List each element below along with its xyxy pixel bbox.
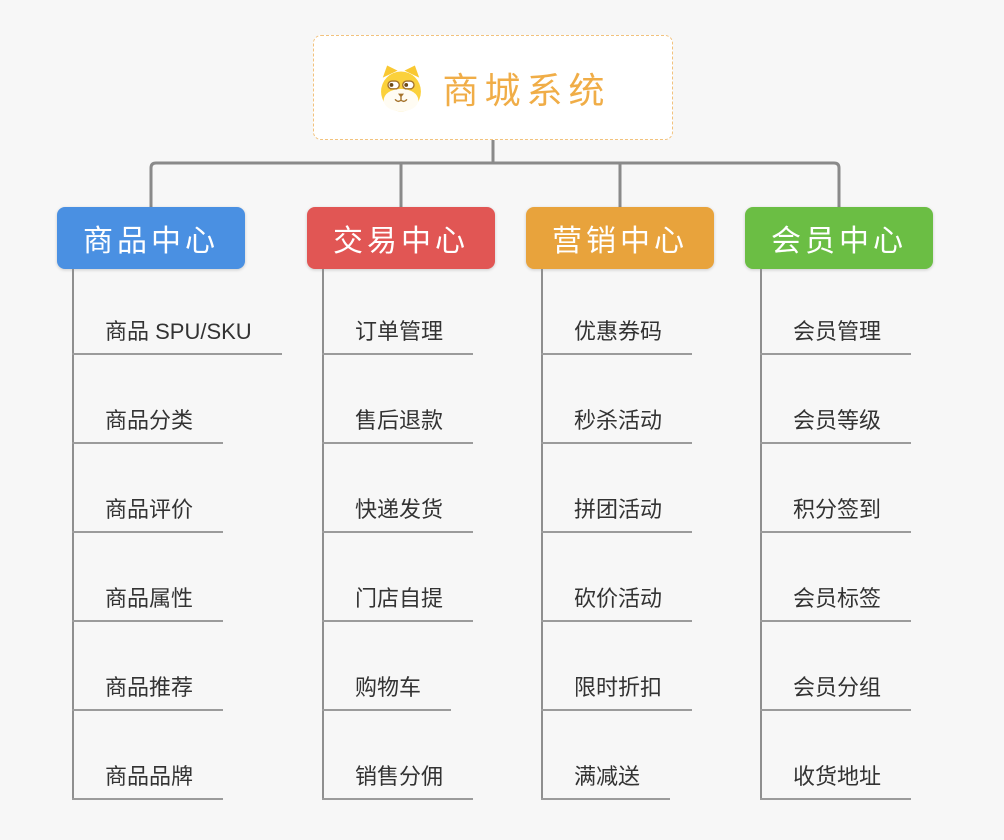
- leaf-node[interactable]: 砍价活动: [541, 533, 781, 622]
- dog-face-icon: [381, 64, 422, 111]
- branch-node-marketing-center[interactable]: 营销中心: [526, 207, 714, 269]
- branch-label: 商品中心: [83, 225, 219, 258]
- leaf-node[interactable]: 商品分类: [72, 355, 312, 444]
- leaf-column-member: 会员管理 会员等级 积分签到 会员标签 会员分组 收货地址: [760, 269, 1000, 800]
- branch-vertical-line: [760, 269, 762, 800]
- leaf-node[interactable]: 收货地址: [760, 711, 1000, 800]
- leaf-node[interactable]: 拼团活动: [541, 444, 781, 533]
- leaf-node[interactable]: 商品品牌: [72, 711, 312, 800]
- leaf-node[interactable]: 商品 SPU/SKU: [72, 269, 312, 355]
- leaf-node[interactable]: 商品属性: [72, 533, 312, 622]
- leaf-label: 商品属性: [72, 581, 224, 622]
- branch-node-member-center[interactable]: 会员中心: [745, 207, 933, 269]
- leaf-node[interactable]: 商品推荐: [72, 622, 312, 711]
- leaf-label: 会员分组: [760, 670, 912, 711]
- leaf-label: 快递发货: [322, 492, 474, 533]
- leaf-node[interactable]: 订单管理: [322, 269, 562, 355]
- leaf-label: 商品评价: [72, 492, 224, 533]
- branch-label: 交易中心: [333, 225, 469, 258]
- leaf-node[interactable]: 积分签到: [760, 444, 1000, 533]
- leaf-label: 限时折扣: [541, 670, 693, 711]
- leaf-label: 拼团活动: [541, 492, 693, 533]
- leaf-node[interactable]: 销售分佣: [322, 711, 562, 800]
- leaf-label: 优惠券码: [541, 314, 693, 355]
- root-node-mall-system[interactable]: 商城系统: [313, 35, 673, 140]
- leaf-label: 会员管理: [760, 314, 912, 355]
- leaf-label: 商品推荐: [72, 670, 224, 711]
- leaf-node[interactable]: 快递发货: [322, 444, 562, 533]
- leaf-column-trade: 订单管理 售后退款 快递发货 门店自提 购物车 销售分佣: [322, 269, 562, 800]
- leaf-label: 商品 SPU/SKU: [72, 314, 282, 355]
- leaf-label: 销售分佣: [322, 759, 474, 800]
- leaf-label: 购物车: [322, 670, 452, 711]
- leaf-label: 门店自提: [322, 581, 474, 622]
- leaf-node[interactable]: 秒杀活动: [541, 355, 781, 444]
- leaf-node[interactable]: 会员等级: [760, 355, 1000, 444]
- leaf-label: 砍价活动: [541, 581, 693, 622]
- branch-vertical-line: [72, 269, 74, 800]
- leaf-label: 积分签到: [760, 492, 912, 533]
- branch-label: 营销中心: [552, 225, 688, 258]
- leaf-label: 售后退款: [322, 403, 474, 444]
- leaf-column-marketing: 优惠券码 秒杀活动 拼团活动 砍价活动 限时折扣 满减送: [541, 269, 781, 800]
- leaf-node[interactable]: 会员管理: [760, 269, 1000, 355]
- root-title: 商城系统: [442, 69, 611, 111]
- leaf-label: 订单管理: [322, 314, 474, 355]
- leaf-label: 会员标签: [760, 581, 912, 622]
- leaf-label: 秒杀活动: [541, 403, 693, 444]
- leaf-node[interactable]: 售后退款: [322, 355, 562, 444]
- leaf-label: 商品分类: [72, 403, 224, 444]
- leaf-node[interactable]: 购物车: [322, 622, 562, 711]
- leaf-node[interactable]: 商品评价: [72, 444, 312, 533]
- leaf-label: 收货地址: [760, 759, 912, 800]
- leaf-column-product: 商品 SPU/SKU 商品分类 商品评价 商品属性 商品推荐 商品品牌: [72, 269, 312, 800]
- leaf-label: 满减送: [541, 759, 671, 800]
- leaf-label: 会员等级: [760, 403, 912, 444]
- branch-vertical-line: [541, 269, 543, 800]
- leaf-node[interactable]: 优惠券码: [541, 269, 781, 355]
- leaf-node[interactable]: 会员标签: [760, 533, 1000, 622]
- leaf-node[interactable]: 会员分组: [760, 622, 1000, 711]
- branch-node-trade-center[interactable]: 交易中心: [307, 207, 495, 269]
- leaf-node[interactable]: 限时折扣: [541, 622, 781, 711]
- leaf-node[interactable]: 门店自提: [322, 533, 562, 622]
- leaf-label: 商品品牌: [72, 759, 224, 800]
- branch-vertical-line: [322, 269, 324, 800]
- branch-node-product-center[interactable]: 商品中心: [57, 207, 245, 269]
- leaf-node[interactable]: 满减送: [541, 711, 781, 800]
- branch-label: 会员中心: [771, 225, 907, 258]
